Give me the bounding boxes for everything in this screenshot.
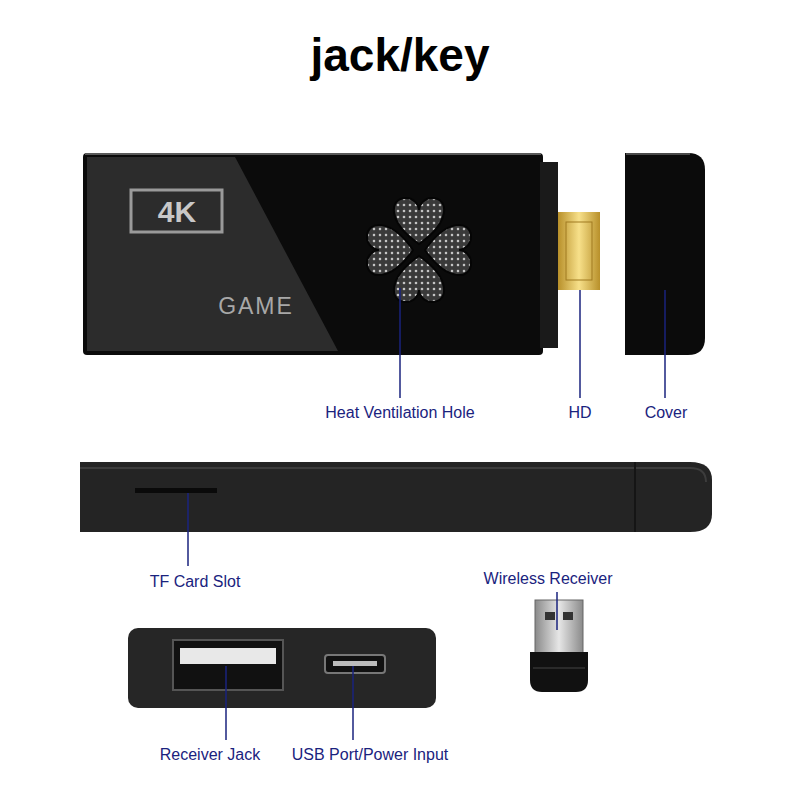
wireless-receiver-dongle [530, 600, 588, 692]
badge-frame [131, 190, 222, 232]
leader-lines [188, 288, 665, 740]
part-label: Wireless Receiver [484, 570, 613, 588]
part-label: USB Port/Power Input [292, 746, 449, 764]
heart-leaf [367, 225, 413, 275]
ventilation-clover [367, 198, 471, 302]
part-label: Cover [645, 404, 688, 422]
part-label: TF Card Slot [150, 573, 241, 591]
part-label: Receiver Jack [160, 746, 260, 764]
tf-slot [135, 488, 217, 493]
part-label: Heat Ventilation Hole [325, 404, 474, 422]
hd-plug [558, 212, 600, 290]
badge-text: 4K [158, 195, 196, 228]
stick-top-view [83, 153, 705, 355]
stick-side-view [80, 462, 712, 532]
stick-end-view [128, 628, 436, 708]
micro-usb-port [325, 655, 385, 673]
title: jack/key [310, 30, 489, 81]
brand-text: GAME [218, 294, 294, 319]
usb-a-port [173, 640, 283, 690]
part-label: HD [568, 404, 591, 422]
